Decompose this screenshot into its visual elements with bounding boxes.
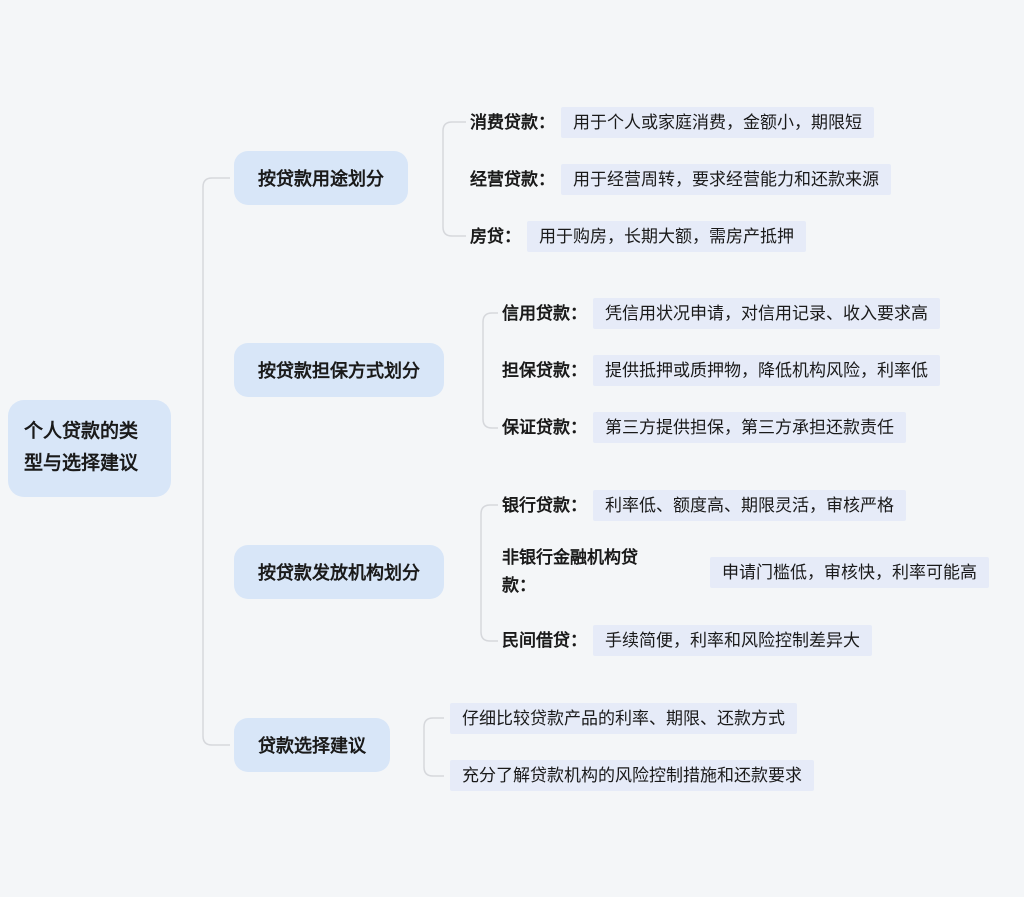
child-desc[interactable]: 用于经营周转，要求经营能力和还款来源 [561,164,891,195]
child-desc[interactable]: 利率低、额度高、期限灵活，审核严格 [593,490,906,521]
connector-root-branches [202,177,230,746]
root-node[interactable]: 个人贷款的类型与选择建议 [8,400,171,497]
child-term[interactable]: 经营贷款： [470,170,555,189]
list-item: 经营贷款： 用于经营周转，要求经营能力和还款来源 [470,164,891,195]
child-desc[interactable]: 凭信用状况申请，对信用记录、收入要求高 [593,298,940,329]
list-item: 信用贷款： 凭信用状况申请，对信用记录、收入要求高 [502,298,940,329]
list-item: 银行贷款： 利率低、额度高、期限灵活，审核严格 [502,490,906,521]
connector-branch4-children [423,717,444,777]
branch-node-loan-purpose[interactable]: 按贷款用途划分 [234,151,408,205]
child-desc[interactable]: 提供抵押或质押物，降低机构风险，利率低 [593,355,940,386]
branch-node-lending-institution[interactable]: 按贷款发放机构划分 [234,545,444,599]
child-term[interactable]: 非银行金融机构贷款： [502,548,638,595]
branch-node-selection-advice[interactable]: 贷款选择建议 [234,718,390,772]
list-item: 充分了解贷款机构的风险控制措施和还款要求 [450,760,814,791]
child-desc[interactable]: 仔细比较贷款产品的利率、期限、还款方式 [450,703,797,734]
list-item: 消费贷款： 用于个人或家庭消费，金额小，期限短 [470,107,874,138]
child-desc[interactable]: 手续简便，利率和风险控制差异大 [593,625,872,656]
child-desc[interactable]: 充分了解贷款机构的风险控制措施和还款要求 [450,760,814,791]
connector-branch2-children [482,312,498,429]
child-term[interactable]: 房贷： [470,227,521,246]
connector-branch3-children [480,504,498,642]
list-item: 担保贷款： 提供抵押或质押物，降低机构风险，利率低 [502,355,940,386]
child-term[interactable]: 保证贷款： [502,418,587,437]
child-desc[interactable]: 第三方提供担保，第三方承担还款责任 [593,412,906,443]
child-term[interactable]: 信用贷款： [502,304,587,323]
child-desc[interactable]: 申请门槛低，审核快，利率可能高 [710,557,989,588]
child-term[interactable]: 银行贷款： [502,496,587,515]
list-item: 民间借贷： 手续简便，利率和风险控制差异大 [502,625,872,656]
list-item: 保证贷款： 第三方提供担保，第三方承担还款责任 [502,412,906,443]
child-term[interactable]: 担保贷款： [502,361,587,380]
connector-branch1-children [442,121,466,237]
child-term[interactable]: 消费贷款： [470,113,555,132]
child-term[interactable]: 民间借贷： [502,631,587,650]
child-desc[interactable]: 用于个人或家庭消费，金额小，期限短 [561,107,874,138]
child-desc[interactable]: 用于购房，长期大额，需房产抵押 [527,221,806,252]
list-item: 仔细比较贷款产品的利率、期限、还款方式 [450,703,797,734]
list-item: 房贷： 用于购房，长期大额，需房产抵押 [470,221,806,252]
branch-node-guarantee-method[interactable]: 按贷款担保方式划分 [234,343,444,397]
